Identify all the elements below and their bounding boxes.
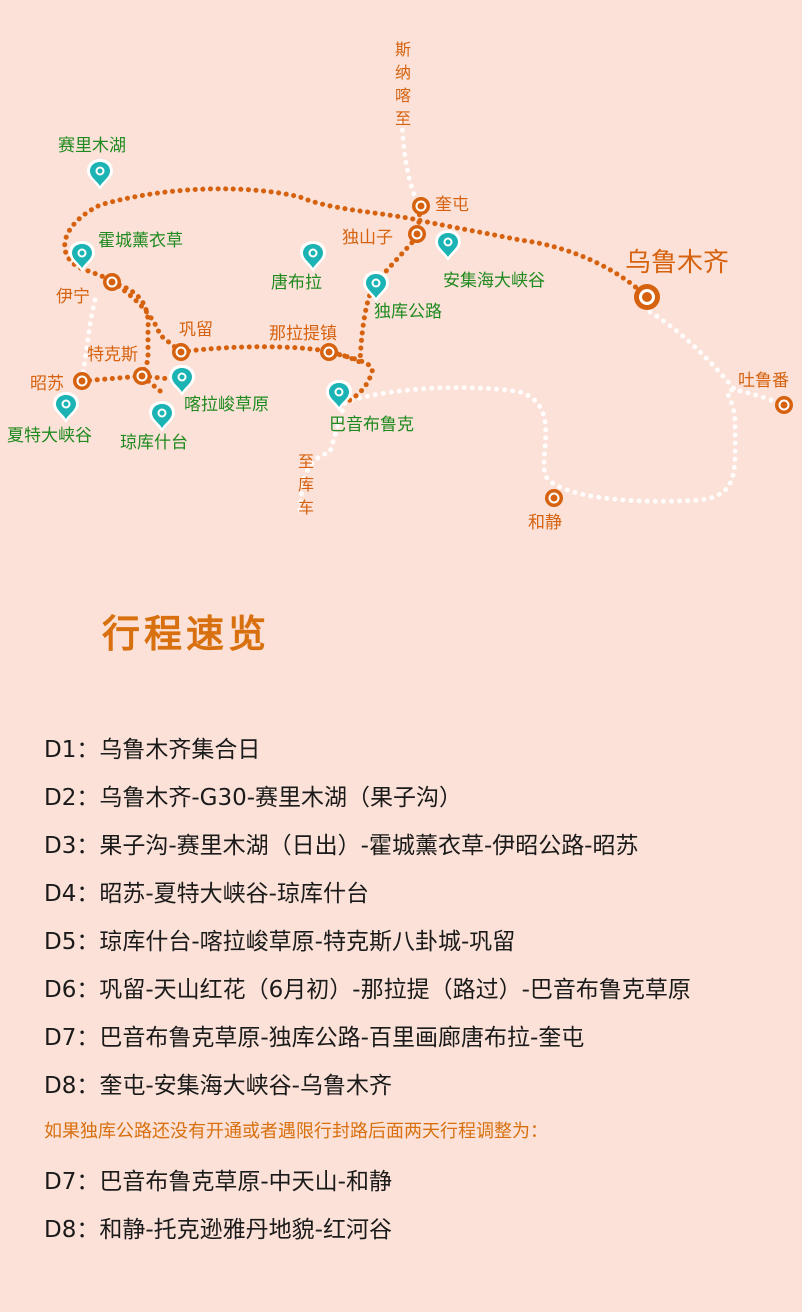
- itinerary-item-d8: D8：奎屯-安集海大峡谷-乌鲁木齐: [44, 1071, 392, 1101]
- route-text: 果子沟-赛里木湖（日出）-霍城薰衣草-伊昭公路-昭苏: [99, 833, 639, 859]
- direction-label-to-snaka: 斯纳喀至: [394, 40, 411, 128]
- day-label: D5：: [44, 929, 100, 955]
- scenic-label-xiate-canyon: 夏特大峡谷: [7, 426, 92, 446]
- scenic-label-qiongkushitai: 琼库什台: [120, 433, 188, 453]
- alternate-item-d7: D7：巴音布鲁克草原-中天山-和静: [44, 1167, 392, 1197]
- city-label-nalati: 那拉提镇: [269, 324, 337, 344]
- itinerary-item-d5: D5：琼库什台-喀拉峻草原-特克斯八卦城-巩留: [44, 927, 515, 957]
- day-label: D4：: [44, 881, 100, 907]
- route-map: 乌鲁木齐 奎屯 独山子 伊宁 巩留 特克斯 昭苏 那拉提镇 吐鲁番 和静 赛里木…: [0, 0, 802, 560]
- city-label-hejing: 和静: [528, 513, 562, 533]
- itinerary-item-d2: D2：乌鲁木齐-G30-赛里木湖（果子沟）: [44, 783, 462, 813]
- route-text: 奎屯-安集海大峡谷-乌鲁木齐: [99, 1073, 392, 1099]
- alternate-note: 如果独库公路还没有开通或者遇限行封路后面两天行程调整为：: [44, 1121, 548, 1142]
- route-text: 昭苏-夏特大峡谷-琼库什台: [99, 881, 369, 907]
- city-markers: [73, 197, 793, 507]
- alternate-item-d8: D8：和静-托克逊雅丹地貌-红河谷: [44, 1215, 392, 1245]
- day-label: D7：: [44, 1169, 100, 1195]
- city-label-dushanzi: 独山子: [342, 228, 393, 248]
- scenic-label-kalajun: 喀拉峻草原: [184, 395, 269, 415]
- direction-label-to-kuqa: 至库车: [297, 452, 314, 517]
- scenic-label-anjihai-canyon: 安集海大峡谷: [443, 271, 545, 291]
- day-label: D8：: [44, 1073, 100, 1099]
- scenic-label-bayanbulak: 巴音布鲁克: [329, 415, 414, 435]
- scenic-label-tangbula: 唐布拉: [271, 273, 322, 293]
- day-label: D2：: [44, 785, 100, 811]
- city-label-yining: 伊宁: [56, 287, 90, 307]
- route-text: 巩留-天山红花（6月初）-那拉提（路过）-巴音布鲁克草原: [99, 977, 691, 1003]
- section-title: 行程速览: [102, 612, 271, 656]
- day-label: D1：: [44, 737, 100, 763]
- city-label-zhaosu: 昭苏: [30, 374, 64, 394]
- itinerary-item-d7: D7：巴音布鲁克草原-独库公路-百里画廊唐布拉-奎屯: [44, 1023, 584, 1053]
- route-text: 巴音布鲁克草原-中天山-和静: [99, 1169, 392, 1195]
- day-label: D3：: [44, 833, 100, 859]
- day-label: D6：: [44, 977, 100, 1003]
- route-text: 巴音布鲁克草原-独库公路-百里画廊唐布拉-奎屯: [99, 1025, 585, 1051]
- city-label-gongliu: 巩留: [179, 320, 213, 340]
- city-label-kuitun: 奎屯: [435, 195, 469, 215]
- city-label-turpan: 吐鲁番: [738, 371, 789, 391]
- itinerary-item-d4: D4：昭苏-夏特大峡谷-琼库什台: [44, 879, 369, 909]
- route-text: 乌鲁木齐-G30-赛里木湖（果子沟）: [99, 785, 463, 811]
- scenic-label-sayram-lake: 赛里木湖: [58, 136, 126, 156]
- route-text: 琼库什台-喀拉峻草原-特克斯八卦城-巩留: [99, 929, 516, 955]
- itinerary-item-d3: D3：果子沟-赛里木湖（日出）-霍城薰衣草-伊昭公路-昭苏: [44, 831, 639, 861]
- itinerary-item-d6: D6：巩留-天山红花（6月初）-那拉提（路过）-巴音布鲁克草原: [44, 975, 691, 1005]
- city-label-tekes: 特克斯: [87, 345, 138, 365]
- scenic-label-huocheng-lavender: 霍城薰衣草: [98, 231, 183, 251]
- itinerary-item-d1: D1：乌鲁木齐集合日: [44, 735, 260, 765]
- city-label-urumqi: 乌鲁木齐: [625, 248, 730, 278]
- scenic-label-duku-highway: 独库公路: [374, 302, 442, 322]
- day-label: D8：: [44, 1217, 100, 1243]
- route-lines: [53, 119, 793, 513]
- route-text: 和静-托克逊雅丹地貌-红河谷: [99, 1217, 392, 1243]
- route-text: 乌鲁木齐集合日: [99, 737, 261, 763]
- day-label: D7：: [44, 1025, 100, 1051]
